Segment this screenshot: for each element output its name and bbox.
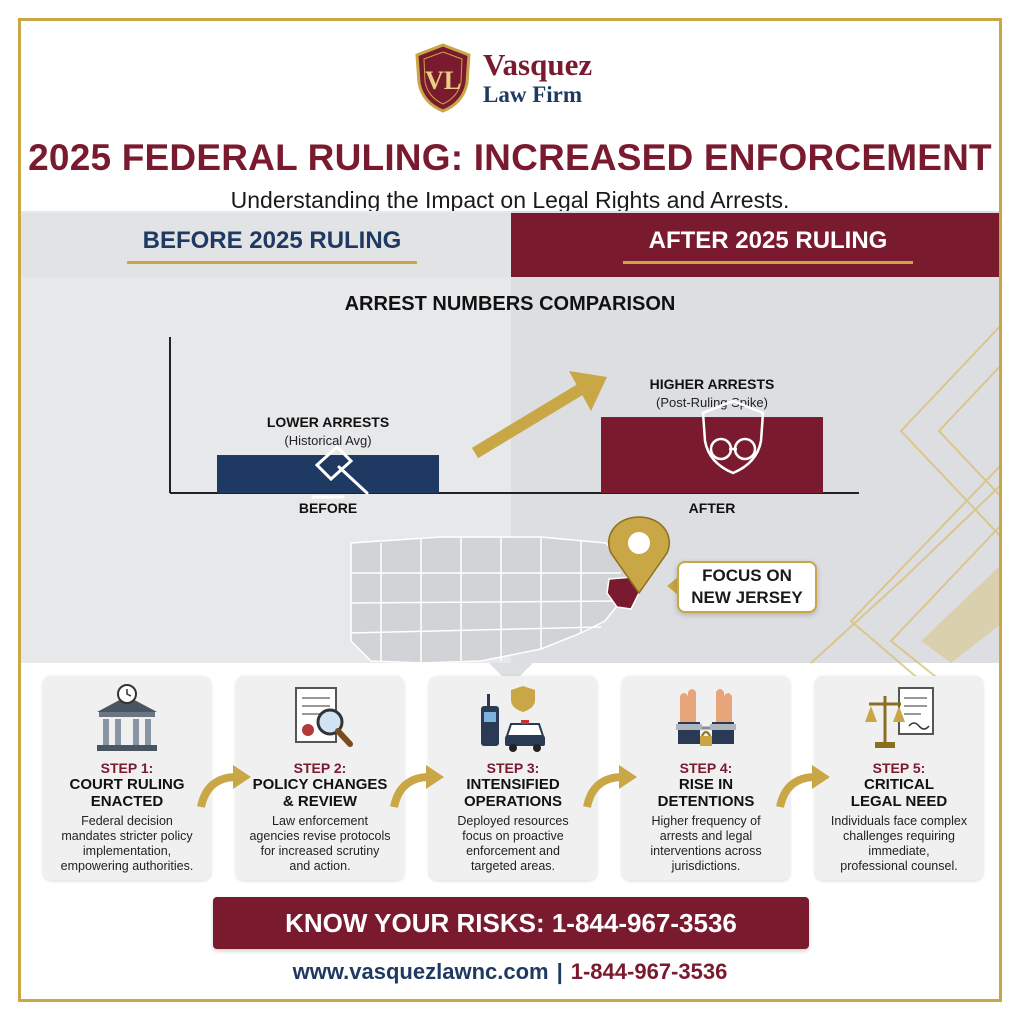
step-4-number: STEP 4: [679,760,733,776]
know-your-risks-button[interactable]: KNOW YOUR RISKS: 1-844-967-3536 [213,897,809,949]
step-3-title-line-2: OPERATIONS [463,793,563,810]
location-pin-icon [608,516,670,595]
logo-monogram: VL [425,66,461,95]
step-2-desc-line: for increased scrutiny [260,844,380,858]
chart-title: ARREST NUMBERS COMPARISON [344,293,676,315]
courthouse-icon [97,684,157,751]
page-title: 2025 FEDERAL RULING: INCREASED ENFORCEME… [28,137,992,178]
phone-link[interactable]: 1-844-967-3536 [570,959,728,984]
step-4-desc-line: Higher frequency of [651,814,761,828]
step-3-description: Deployed resources focus on proactive en… [435,814,591,874]
firm-logo[interactable]: VL Vasquez Law Firm [413,43,653,113]
step-1-desc-line: empowering authorities. [60,859,194,873]
step-1-desc-line: mandates stricter policy [61,829,193,843]
step-1-description: Federal decision mandates stricter polic… [49,814,205,874]
rising-trend-arrow-icon [471,371,607,459]
step-5-desc-line: professional counsel. [840,859,958,873]
bar-label-subtitle: (Historical Avg) [284,433,371,448]
step-arrow-icon [583,765,637,808]
step-5-desc-line: challenges requiring [843,829,955,843]
step-3-desc-line: targeted areas. [470,859,556,873]
firm-subname: Law Firm [483,82,583,107]
step-2-desc-line: agencies revise protocols [249,829,391,843]
x-tick-label: AFTER [689,500,736,516]
bar-label-subtitle: (Post-Ruling Spike) [656,395,768,410]
step-1-title-line-1: COURT RULING [69,776,185,793]
step-2-number: STEP 2: [293,760,347,776]
focus-new-jersey-callout: FOCUS ON NEW JERSEY [677,561,817,613]
step-5-desc-line: Individuals face complex [830,814,968,828]
after-ruling-label: AFTER 2025 RULING [623,227,913,264]
step-3-title: INTENSIFIED OPERATIONS [433,776,593,810]
step-5-card[interactable]: STEP 5: CRITICAL LEGAL NEED Individuals … [815,676,983,880]
gavel-icon [311,444,369,499]
step-4-desc-line: jurisdictions. [671,859,741,873]
firm-name: Vasquez [483,47,593,82]
step-4-title-line-1: RISE IN [678,776,734,793]
step-5-desc-line: immediate, [868,844,930,858]
step-arrow-icon [390,765,444,808]
step-2-description: Law enforcement agencies revise protocol… [242,814,398,874]
after-header [511,213,999,277]
step-5-title: CRITICAL LEGAL NEED [819,776,979,810]
step-4-title: RISE IN DETENTIONS [626,776,786,810]
step-5-number: STEP 5: [872,760,926,776]
shield-logo-icon: VL [415,43,471,113]
step-3-desc-line: enforcement and [466,844,560,858]
step-3-desc-line: focus on proactive [462,829,564,843]
website-link[interactable]: www.vasquezlawnc.com [292,959,549,984]
step-4-desc-line: arrests and legal [659,829,753,843]
x-tick-label: BEFORE [299,500,357,516]
police-radio-car-icon [481,686,545,752]
bar-label-title: LOWER ARRESTS [267,414,389,430]
step-4-description: Higher frequency of arrests and legal in… [628,814,784,874]
step-2-desc-line: Law enforcement [272,814,368,828]
step-4-card[interactable]: STEP 4: RISE IN DETENTIONS Higher freque… [622,676,790,880]
step-2-title-line-2: & REVIEW [282,793,358,810]
step-1-title: COURT RULING ENACTED [47,776,207,810]
before-ruling-label: BEFORE 2025 RULING [127,227,417,264]
scales-document-icon [865,687,934,748]
footer-contact: www.vasquezlawnc.com | 1-844-967-3536 [21,959,999,985]
gold-decoration [810,325,999,681]
step-3-card[interactable]: STEP 3: INTENSIFIED OPERATIONS Deployed … [429,676,597,880]
step-3-title-line-1: INTENSIFIED [466,776,560,793]
step-5-title-line-1: CRITICAL [864,776,934,793]
step-2-desc-line: and action. [289,859,351,873]
step-5-title-line-2: LEGAL NEED [850,793,948,810]
callout-line-2: NEW JERSEY [691,588,803,607]
step-5-description: Individuals face complex challenges requ… [821,814,977,874]
step-1-card[interactable]: STEP 1: COURT RULING ENACTED Federal dec… [43,676,211,880]
step-3-number: STEP 3: [486,760,540,776]
handcuffed-hands-icon [676,689,736,746]
step-1-desc-line: Federal decision [81,814,173,828]
handcuffs-shield-icon [701,399,765,475]
document-magnifier-icon [295,687,353,747]
step-1-title-line-2: ENACTED [90,793,164,810]
footer-separator: | [556,959,563,984]
step-4-desc-line: interventions across [650,844,762,858]
step-4-title-line-2: DETENTIONS [657,793,755,810]
bar-label-title: HIGHER ARRESTS [650,376,775,392]
step-1-number: STEP 1: [100,760,154,776]
step-arrow-icon [197,765,251,808]
us-map [350,536,630,664]
callout-line-1: FOCUS ON [702,566,792,585]
arrest-comparison-chart: LOWER ARRESTS (Historical Avg) BEFORE HIGHE… [169,337,859,664]
page-subtitle: Understanding the Impact on Legal Rights… [230,187,790,213]
step-3-desc-line: Deployed resources [457,814,569,828]
step-1-desc-line: implementation, [82,844,172,858]
step-2-title-line-1: POLICY CHANGES [252,776,388,793]
step-arrow-icon [776,765,830,808]
step-2-card[interactable]: STEP 2: POLICY CHANGES & REVIEW Law enfo… [236,676,404,880]
callout-tail [667,577,678,595]
infographic-frame: VL Vasquez Law Firm 2025 FEDERAL RULING:… [18,18,1002,1002]
before-header [21,213,511,277]
step-2-title: POLICY CHANGES & REVIEW [240,776,400,810]
